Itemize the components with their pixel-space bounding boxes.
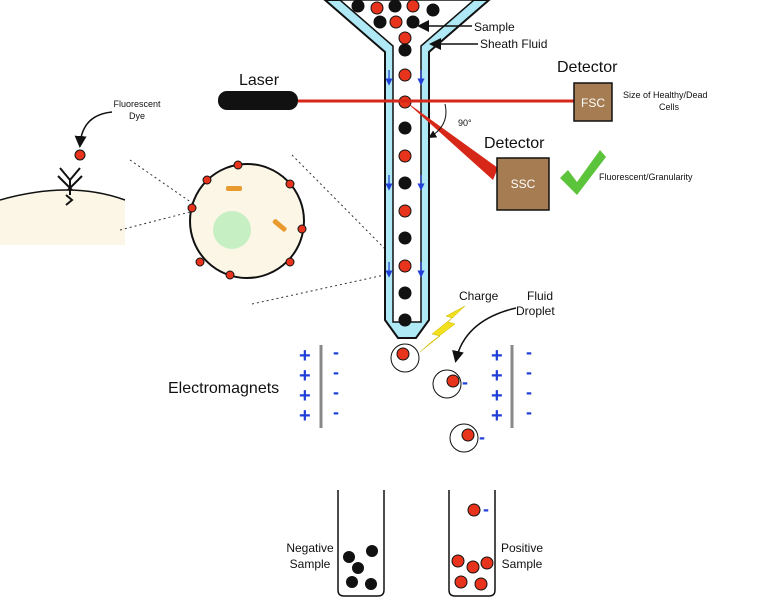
svg-text:-: -	[333, 382, 339, 402]
positive-sample-label: Positive	[501, 541, 543, 555]
cell-nucleus	[213, 211, 251, 249]
sample-cells	[351, 0, 440, 57]
fluid-droplet-label: Fluid	[527, 289, 553, 303]
svg-text:-: -	[526, 382, 532, 402]
droplet	[390, 343, 420, 373]
svg-text:+: +	[491, 345, 503, 367]
svg-text:+: +	[491, 365, 503, 387]
ssc-label: SSC	[511, 177, 536, 191]
positive-sample-tube	[448, 490, 496, 597]
fluorescent-dye-dot	[74, 149, 86, 161]
cell-organelle	[272, 219, 287, 232]
ssc-description: Fluorescent/Granularity	[599, 172, 693, 182]
droplet	[432, 369, 462, 399]
side-scatter-beam	[405, 101, 498, 180]
droplet-charge: -	[462, 372, 468, 392]
fsc-detector-title: Detector	[557, 59, 618, 76]
ssc-detector-title: Detector	[484, 135, 545, 152]
fluid-droplet-label: Droplet	[516, 304, 555, 318]
svg-text:+: +	[299, 345, 311, 367]
svg-text:+: +	[299, 365, 311, 387]
sample-label: Sample	[474, 20, 515, 34]
droplet-charge: -	[479, 427, 485, 447]
svg-text:-: -	[333, 402, 339, 422]
svg-text:+: +	[491, 385, 503, 407]
positive-sample-cells	[451, 554, 494, 591]
right-plate-signs: + + + + - - - -	[491, 342, 532, 427]
laser-source	[218, 91, 298, 110]
fsc-detector	[573, 82, 613, 122]
left-plate-signs: + + + + - - - -	[299, 342, 339, 427]
cell-membrane-edge	[0, 189, 126, 201]
check-icon	[560, 150, 606, 195]
droplet	[449, 423, 479, 453]
fluorescent-dye-label: Fluorescent	[113, 99, 161, 109]
svg-text:-: -	[526, 362, 532, 382]
sheath-fluid-label: Sheath Fluid	[480, 37, 547, 51]
svg-text:-: -	[526, 402, 532, 422]
negative-sample-label: Negative	[286, 541, 334, 555]
fsc-label: FSC	[581, 96, 605, 110]
lightning-icon	[419, 305, 466, 353]
dye-arrow	[74, 111, 113, 148]
fluorescent-dye-label: Dye	[129, 111, 145, 121]
laser-label: Laser	[239, 72, 280, 89]
positive-sample-label: Sample	[502, 557, 543, 571]
negative-sample-tube	[337, 490, 385, 597]
zoom-line	[291, 154, 399, 263]
fsc-description: Cells	[659, 102, 680, 112]
zoom-line	[119, 211, 191, 231]
svg-text:-: -	[333, 362, 339, 382]
svg-text:+: +	[491, 405, 503, 427]
positive-droplet-charge: -	[483, 499, 489, 519]
zoom-line	[129, 159, 196, 206]
angle-label: 90°	[458, 118, 472, 128]
svg-text:-: -	[333, 342, 339, 362]
positive-droplet	[467, 503, 481, 517]
negative-sample-cells	[343, 545, 378, 590]
zoom-line	[251, 271, 399, 305]
fsc-description: Size of Healthy/Dead	[623, 90, 708, 100]
surface-markers	[187, 160, 307, 280]
cell-organelle	[226, 186, 242, 191]
ssc-detector	[496, 157, 550, 211]
charge-label: Charge	[459, 289, 499, 303]
cell-membrane	[0, 190, 125, 245]
angle-arc	[428, 103, 447, 139]
svg-text:+: +	[299, 385, 311, 407]
svg-text:+: +	[299, 405, 311, 427]
flow-arrows	[385, 70, 425, 278]
droplet-arrow	[452, 307, 517, 363]
antibody-icon	[57, 167, 83, 206]
negative-sample-label: Sample	[290, 557, 331, 571]
electromagnets-label: Electromagnets	[168, 380, 279, 397]
svg-text:-: -	[526, 342, 532, 362]
